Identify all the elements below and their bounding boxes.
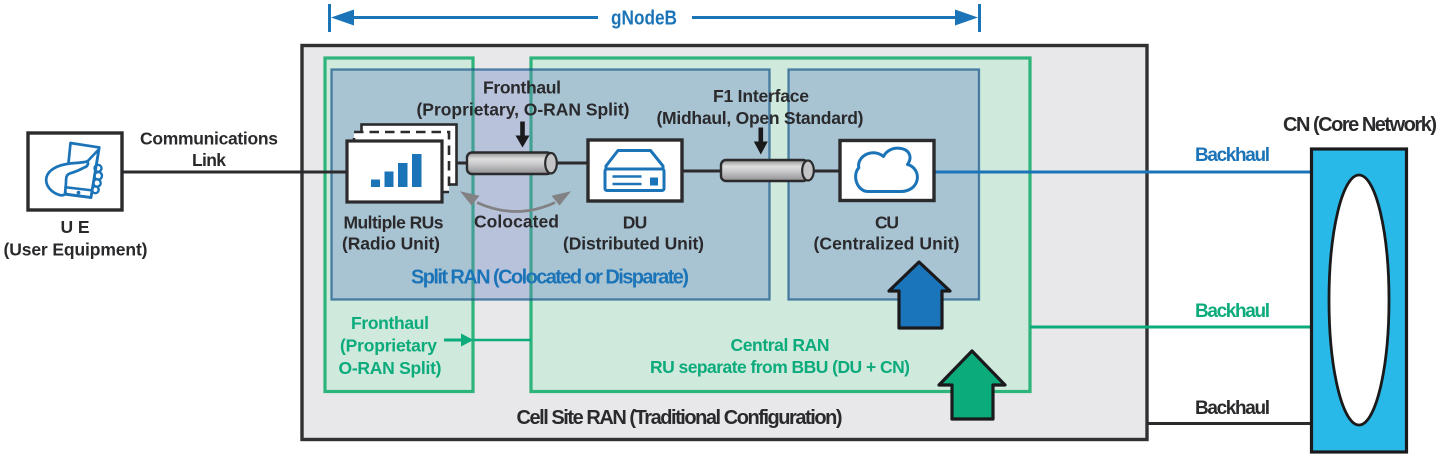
svg-text:(Radio Unit): (Radio Unit)	[342, 233, 440, 253]
svg-text:Split RAN (Colocated or Dispar: Split RAN (Colocated or Disparate)	[411, 267, 689, 289]
svg-text:O-RAN Split): O-RAN Split)	[339, 358, 442, 378]
svg-text:(Midhaul, Open Standard): (Midhaul, Open Standard)	[657, 108, 864, 128]
svg-text:gNodeB: gNodeB	[611, 8, 677, 30]
svg-text:Fronthaul: Fronthaul	[351, 313, 429, 333]
svg-text:Multiple RUs: Multiple RUs	[344, 212, 444, 232]
svg-text:Link: Link	[192, 150, 226, 170]
svg-text:F1 Interface: F1 Interface	[713, 86, 809, 106]
svg-text:DU: DU	[623, 212, 648, 232]
svg-text:(Distributed Unit): (Distributed Unit)	[563, 233, 704, 253]
svg-text:(Proprietary: (Proprietary	[340, 336, 437, 356]
svg-text:Cell Site RAN (Traditional Con: Cell Site RAN (Traditional Configuration…	[517, 407, 843, 429]
svg-text:RU separate from BBU (DU + CN): RU separate from BBU (DU + CN)	[650, 357, 910, 377]
svg-text:CN (Core Network): CN (Core Network)	[1283, 114, 1437, 136]
svg-text:Backhaul: Backhaul	[1195, 145, 1270, 166]
svg-text:UE: UE	[61, 217, 90, 237]
svg-text:Fronthaul: Fronthaul	[483, 78, 561, 98]
svg-text:Communications: Communications	[140, 129, 278, 149]
svg-text:Colocated: Colocated	[474, 212, 559, 232]
svg-text:(Proprietary, O-RAN Split): (Proprietary, O-RAN Split)	[417, 100, 630, 120]
svg-text:Backhaul: Backhaul	[1195, 301, 1270, 322]
svg-text:CU: CU	[875, 212, 899, 232]
svg-text:Backhaul: Backhaul	[1195, 398, 1270, 419]
svg-text:(User Equipment): (User Equipment)	[4, 240, 148, 260]
svg-text:(Centralized Unit): (Centralized Unit)	[814, 233, 960, 253]
svg-text:Central RAN: Central RAN	[731, 335, 830, 355]
